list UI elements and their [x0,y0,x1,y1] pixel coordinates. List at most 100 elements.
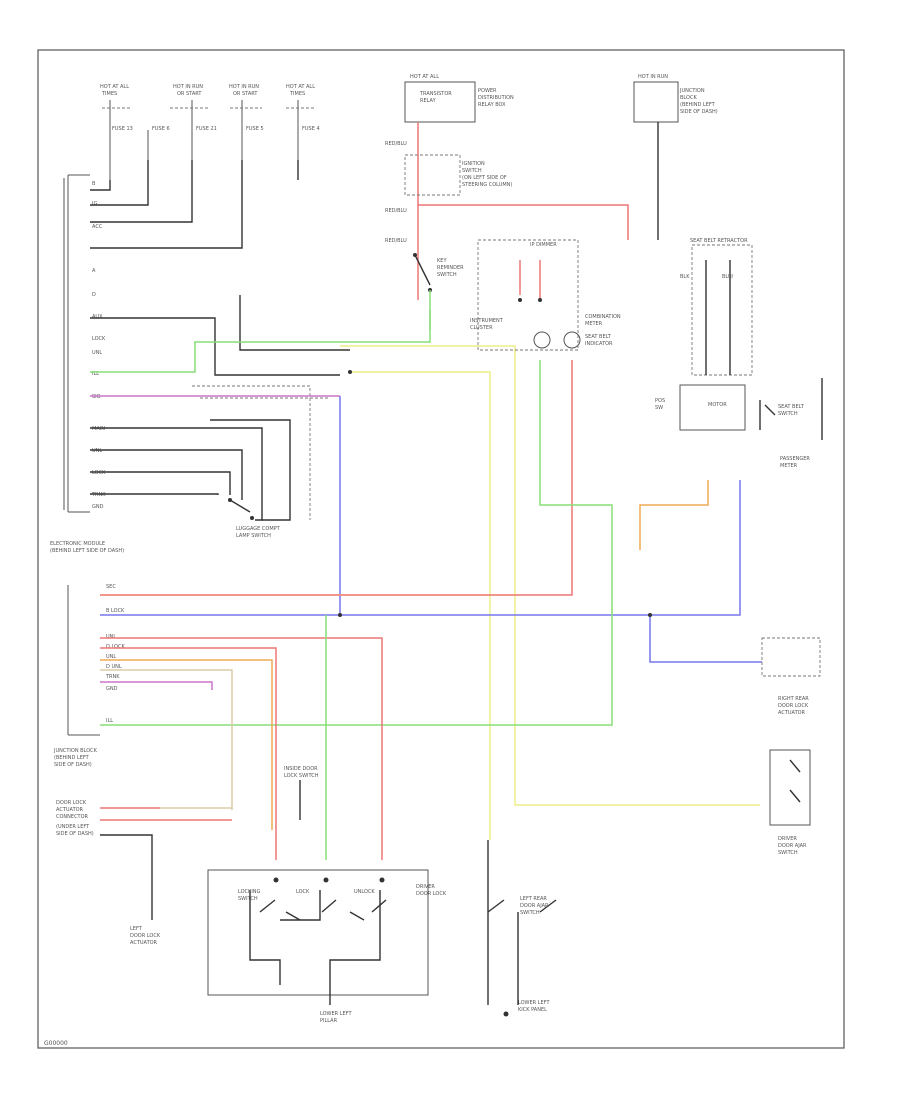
svg-text:DOOR LOCK: DOOR LOCK [778,703,809,709]
svg-text:SWITCH: SWITCH [462,168,482,174]
diagram-id: G00000 [44,1040,68,1047]
svg-text:POWER: POWER [478,88,497,94]
svg-text:PASSENGER: PASSENGER [780,456,810,462]
svg-text:LOCK SWITCH: LOCK SWITCH [284,773,319,779]
svg-text:UNL: UNL [92,448,102,454]
svg-text:METER: METER [585,321,603,327]
svg-text:FUSE 4: FUSE 4 [302,126,320,132]
splice-points [338,298,652,617]
svg-text:CLUSTER: CLUSTER [470,325,493,331]
svg-text:TRNK: TRNK [91,492,106,498]
svg-text:JUNCTION BLOCK: JUNCTION BLOCK [53,748,98,754]
svg-text:SIG: SIG [92,394,101,400]
svg-text:SWITCH: SWITCH [520,910,540,916]
svg-text:FUSE 5: FUSE 5 [246,126,264,132]
svg-text:DISTRIBUTION: DISTRIBUTION [478,95,514,101]
svg-text:(UNDER LEFT: (UNDER LEFT [56,824,90,830]
svg-text:SEAT BELT RETRACTOR: SEAT BELT RETRACTOR [690,238,748,244]
svg-text:REMINDER: REMINDER [437,265,464,271]
svg-text:ILL: ILL [92,371,99,377]
gauge-icon [533,331,551,349]
svg-text:DRIVER: DRIVER [778,836,797,842]
svg-text:KEY: KEY [437,258,447,264]
svg-text:MOTOR: MOTOR [708,402,727,408]
svg-text:FUSE 21: FUSE 21 [196,126,217,132]
svg-text:HOT IN RUN: HOT IN RUN [173,84,203,90]
svg-text:B LOCK: B LOCK [106,608,125,614]
svg-text:B: B [92,181,96,187]
svg-text:UNL: UNL [92,350,102,356]
svg-text:HOT IN RUN: HOT IN RUN [229,84,259,90]
svg-text:HOT IN RUN: HOT IN RUN [638,74,668,80]
svg-text:ACTUATOR: ACTUATOR [56,807,84,813]
svg-text:MAIN: MAIN [92,426,105,432]
svg-text:LOWER LEFT: LOWER LEFT [518,1000,550,1006]
svg-text:GND: GND [106,686,118,692]
svg-text:LOCK: LOCK [296,889,310,895]
svg-text:TRNK: TRNK [105,674,120,680]
svg-text:INDICATOR: INDICATOR [585,341,613,347]
svg-text:RIGHT REAR: RIGHT REAR [778,696,809,702]
svg-text:DOOR LOCK: DOOR LOCK [130,933,161,939]
svg-text:ELECTRONIC MODULE: ELECTRONIC MODULE [50,541,105,547]
svg-text:DRIVER: DRIVER [416,884,435,890]
svg-text:LOCK: LOCK [92,336,106,342]
svg-text:AUX: AUX [92,314,103,320]
svg-text:BLU/: BLU/ [722,274,734,280]
svg-text:LAMP SWITCH: LAMP SWITCH [236,533,271,539]
svg-text:RED/BLU: RED/BLU [385,238,407,244]
svg-text:D: D [92,292,96,298]
svg-text:LOCKING: LOCKING [238,889,261,895]
svg-text:LEFT: LEFT [130,926,143,932]
svg-text:UNLOCK: UNLOCK [354,889,375,895]
svg-text:SWITCH: SWITCH [778,850,798,856]
svg-text:BLK: BLK [680,274,690,280]
svg-text:IP DIMMER: IP DIMMER [530,242,557,248]
svg-text:POS: POS [655,398,665,404]
svg-text:SEAT BELT: SEAT BELT [778,404,805,410]
svg-text:CONNECTOR: CONNECTOR [56,814,89,820]
svg-text:ILL: ILL [106,718,113,724]
svg-text:(ON LEFT SIDE OF: (ON LEFT SIDE OF [462,175,507,181]
svg-text:LUGGAGE COMPT: LUGGAGE COMPT [236,526,281,532]
svg-text:ACTUATOR: ACTUATOR [130,940,158,946]
svg-text:DOOR AJAR: DOOR AJAR [778,843,807,849]
svg-text:SEAT BELT: SEAT BELT [585,334,612,340]
svg-text:UNL: UNL [106,654,116,660]
svg-text:HOT AT ALL: HOT AT ALL [100,84,129,90]
splice-icon [323,877,329,883]
svg-text:BLOCK: BLOCK [680,95,697,101]
svg-text:STEERING COLUMN): STEERING COLUMN) [462,182,512,188]
svg-text:SWITCH: SWITCH [437,272,457,278]
svg-text:SIDE OF DASH): SIDE OF DASH) [680,109,718,115]
svg-text:TIMES: TIMES [289,91,305,97]
svg-text:OR START: OR START [233,91,258,97]
svg-text:SEC: SEC [106,584,116,590]
svg-text:HOT AT ALL: HOT AT ALL [286,84,315,90]
svg-text:A: A [92,268,96,274]
svg-text:FUSE 6: FUSE 6 [152,126,170,132]
svg-text:SIDE OF DASH): SIDE OF DASH) [56,831,94,837]
svg-text:TIMES: TIMES [101,91,117,97]
signal-wires [90,310,762,806]
svg-text:(BEHIND LEFT SIDE OF DASH): (BEHIND LEFT SIDE OF DASH) [50,548,124,554]
module-power-wires [90,160,350,521]
diagram-frame [37,49,845,1049]
svg-text:ACTUATOR: ACTUATOR [778,710,806,716]
svg-text:RELAY BOX: RELAY BOX [478,102,506,108]
svg-text:DOOR LOCK: DOOR LOCK [56,800,87,806]
svg-text:(BEHIND LEFT: (BEHIND LEFT [54,755,90,761]
svg-text:LOWER LEFT: LOWER LEFT [320,1011,352,1017]
svg-text:LOCK: LOCK [92,470,106,476]
svg-text:(BEHIND LEFT: (BEHIND LEFT [680,102,716,108]
svg-text:LEFT REAR: LEFT REAR [520,896,547,902]
svg-text:D UNL: D UNL [106,664,122,670]
